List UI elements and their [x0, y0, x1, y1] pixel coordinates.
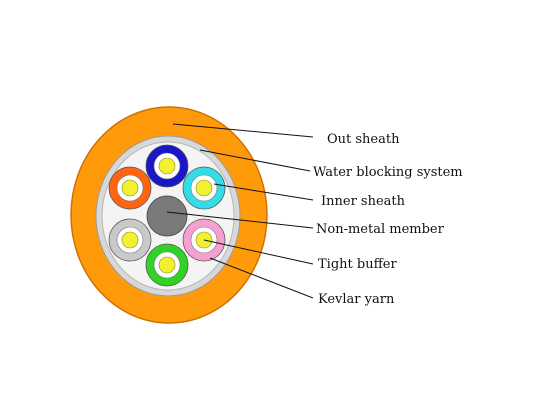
- tight-buffer-fiber: [108, 166, 152, 210]
- tight-buffer-fiber: [182, 166, 226, 210]
- label-inner-sheath: Inner sheath: [321, 194, 406, 209]
- leader-line-kevlar-yarn: [209, 257, 314, 299]
- label-kevlar-yarn: Kevlar yarn: [318, 292, 395, 307]
- label-tight-buffer: Tight buffer: [318, 257, 398, 272]
- central-non-metal-member: [146, 195, 188, 237]
- leader-line-inner-sheath: [213, 183, 314, 201]
- leader-line-tight-buffer: [203, 239, 314, 265]
- label-non-metal-member: Non-metal member: [316, 222, 445, 237]
- leader-line-non-metal-member: [166, 211, 314, 229]
- label-water-blocking-system: Water blocking system: [313, 165, 463, 180]
- leader-line-water-blocking-system: [199, 149, 311, 172]
- tight-buffer-fiber: [108, 218, 152, 262]
- tight-buffer-fiber: [145, 144, 189, 188]
- tight-buffer-fiber: [145, 243, 189, 287]
- label-out-sheath: Out sheath: [327, 132, 400, 147]
- leader-line-out-sheath: [172, 123, 314, 138]
